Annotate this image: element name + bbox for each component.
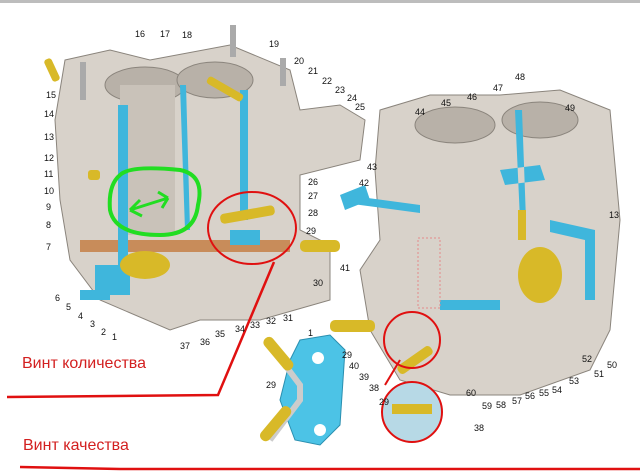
- inset-circle-detail: [381, 381, 443, 443]
- label: 19: [269, 39, 279, 49]
- label: 43: [367, 162, 377, 172]
- label: 7: [46, 242, 51, 252]
- label: 38: [369, 383, 379, 393]
- label: 17: [160, 29, 170, 39]
- label: 9: [46, 202, 51, 212]
- label: 59: [482, 401, 492, 411]
- label: 6: [55, 293, 60, 303]
- inset-quality-screw: [259, 334, 346, 446]
- label: 39: [359, 372, 369, 382]
- label: 13: [44, 132, 54, 142]
- label: 18: [182, 30, 192, 40]
- label: 29: [379, 397, 389, 407]
- red-pointer-quantity: [6, 261, 276, 399]
- label: 45: [441, 98, 451, 108]
- label: 13: [609, 210, 619, 220]
- label: 35: [215, 329, 225, 339]
- label: 37: [180, 341, 190, 351]
- label: 25: [355, 102, 365, 112]
- label: 46: [467, 92, 477, 102]
- red-highlight-circle-left: [207, 191, 297, 265]
- green-highlight-loop: [107, 166, 202, 238]
- label: 31: [283, 313, 293, 323]
- label: 20: [294, 56, 304, 66]
- label: 10: [44, 186, 54, 196]
- label: 52: [582, 354, 592, 364]
- label: 22: [322, 76, 332, 86]
- label: 15: [46, 90, 56, 100]
- quality-screw-caption: Винт качества: [23, 437, 129, 454]
- green-arrow-icon: [128, 190, 170, 218]
- label: 5: [66, 302, 71, 312]
- label: 1: [112, 332, 117, 342]
- red-pointer-quality: [19, 465, 640, 471]
- label: 58: [496, 400, 506, 410]
- label: 23: [335, 85, 345, 95]
- label: 48: [515, 72, 525, 82]
- part-number-labels: 15 14 13 12 11 10 9 8 7 6 5 4 3 2 1 16 1…: [44, 29, 619, 433]
- label: 54: [552, 385, 562, 395]
- label: 30: [313, 278, 323, 288]
- label: 50: [607, 360, 617, 370]
- label: 41: [340, 263, 350, 273]
- label: 27: [308, 191, 318, 201]
- label: 24: [347, 93, 357, 103]
- label: 8: [46, 220, 51, 230]
- label: 4: [78, 311, 83, 321]
- quantity-screw-caption: Винт количества: [22, 355, 146, 372]
- label: 40: [349, 361, 359, 371]
- label: 16: [135, 29, 145, 39]
- label: 38: [474, 423, 484, 433]
- label: 42: [359, 178, 369, 188]
- label: 44: [415, 107, 425, 117]
- top-border: [0, 0, 640, 3]
- label: 56: [525, 391, 535, 401]
- label: 12: [44, 153, 54, 163]
- right-carburetor: [330, 89, 621, 396]
- label: 11: [44, 169, 53, 179]
- label: 29: [266, 380, 276, 390]
- label: 21: [308, 66, 318, 76]
- label: 60: [466, 388, 476, 398]
- label: 28: [308, 208, 318, 218]
- label: 53: [569, 376, 579, 386]
- red-highlight-circle-right: [383, 311, 441, 369]
- label: 26: [308, 177, 318, 187]
- label: 55: [539, 388, 549, 398]
- label: 14: [44, 109, 54, 119]
- label: 36: [200, 337, 210, 347]
- label: 34: [235, 324, 245, 334]
- label: 49: [565, 103, 575, 113]
- label: 57: [512, 396, 522, 406]
- label: 51: [594, 369, 604, 379]
- label: 2: [101, 327, 106, 337]
- label: 33: [250, 320, 260, 330]
- label: 47: [493, 83, 503, 93]
- left-carburetor: [44, 25, 370, 331]
- label: 29: [306, 226, 316, 236]
- label: 1: [308, 328, 313, 338]
- label: 3: [90, 319, 95, 329]
- label: 29: [342, 350, 352, 360]
- label: 32: [266, 316, 276, 326]
